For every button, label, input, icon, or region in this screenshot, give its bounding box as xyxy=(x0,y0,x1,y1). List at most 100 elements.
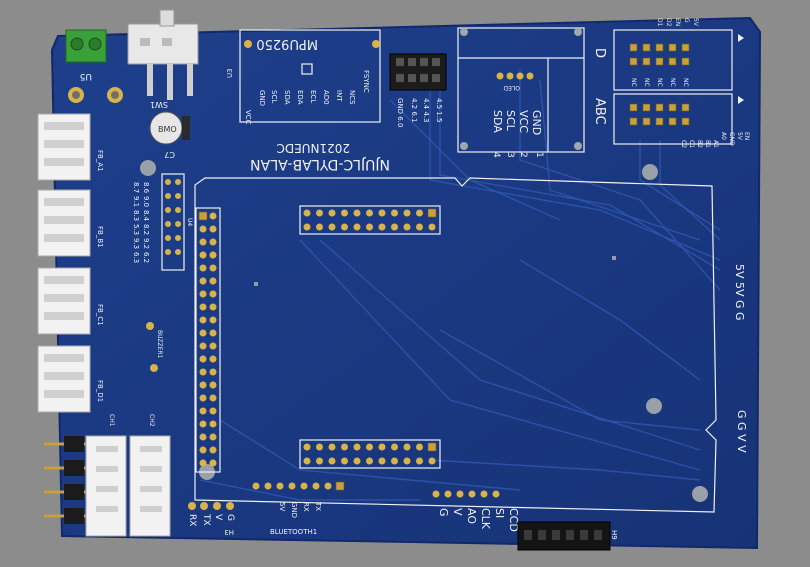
header-pad xyxy=(303,457,311,465)
header-pad xyxy=(416,209,423,217)
header-pad xyxy=(199,381,207,389)
ccd-pads xyxy=(432,490,500,498)
header-pad xyxy=(316,457,323,465)
header-pad xyxy=(199,290,207,298)
h9-ref: H9 xyxy=(610,530,618,540)
mpu9250-title: MPU9250 xyxy=(256,36,318,51)
header-pad xyxy=(199,355,207,363)
header-pad xyxy=(428,223,436,231)
svg-text:VCC: VCC xyxy=(517,110,530,133)
svg-text:EN: EN xyxy=(674,18,681,26)
svg-text:FSYNC: FSYNC xyxy=(362,70,370,93)
svg-text:4.4 4.3: 4.4 4.3 xyxy=(422,98,430,123)
header-ref-labels: GND 6.0 4.2 6.1 4.4 4.3 4.5 1.5 xyxy=(396,98,443,127)
svg-text:INT: INT xyxy=(335,90,343,102)
mpu9250-outline xyxy=(239,29,381,123)
header-pad xyxy=(209,212,217,220)
svg-text:6.2: 6.2 xyxy=(142,252,150,263)
svg-text:5V: 5V xyxy=(278,502,286,511)
svg-text:GND 6.0: GND 6.0 xyxy=(396,98,404,127)
header-pad xyxy=(209,277,217,285)
svg-text:SI: SI xyxy=(493,508,506,518)
header-row-top xyxy=(299,205,441,235)
svg-text:NC: NC xyxy=(643,78,650,87)
header-pad xyxy=(209,238,217,246)
bluetooth-pins: 5V GND RX TX xyxy=(278,501,322,518)
oled-letter-abc: ABC xyxy=(592,98,607,125)
header-pad xyxy=(427,208,437,218)
board-subtitle: 2021NUEDC xyxy=(277,141,351,155)
svg-text:9.0: 9.0 xyxy=(142,196,150,207)
header-pad xyxy=(199,433,207,441)
header-pad xyxy=(353,443,361,451)
u4-labels-col2: 8.7 9.1 8.3 5.3 9.3 6.3 xyxy=(132,182,140,263)
svg-text:NC: NC xyxy=(656,78,663,87)
oled-outline xyxy=(457,27,585,153)
header-pad xyxy=(199,316,207,324)
driver-module-top xyxy=(613,29,733,91)
header-pad xyxy=(403,443,411,451)
header-pad xyxy=(312,482,320,490)
header-pad xyxy=(391,457,398,465)
header-pad xyxy=(303,209,311,217)
header-pad xyxy=(316,209,323,217)
fb-connectors xyxy=(37,113,91,413)
u4-header xyxy=(161,173,185,271)
svg-text:9.1: 9.1 xyxy=(132,196,140,207)
svg-text:D2: D2 xyxy=(665,18,672,27)
svg-text:FB_B1: FB_B1 xyxy=(96,226,104,248)
header-pad xyxy=(353,457,361,465)
oled-pins: SDA SCL VCC GND xyxy=(491,110,543,135)
driver-top-pads xyxy=(629,43,690,66)
svg-text:8.4: 8.4 xyxy=(142,210,150,222)
svg-text:GND: GND xyxy=(530,110,543,135)
header-row-bottom-pads xyxy=(303,442,437,465)
svg-text:AO: AO xyxy=(465,508,478,524)
svg-text:5V: 5V xyxy=(736,132,743,141)
main-header-vertical xyxy=(195,207,221,473)
header-pad xyxy=(427,442,437,452)
svg-text:6.3: 6.3 xyxy=(132,252,140,263)
header-pad xyxy=(199,407,207,415)
header-pad xyxy=(403,223,411,231)
header-pad xyxy=(252,482,260,490)
svg-text:8.3: 8.3 xyxy=(132,210,140,221)
svg-text:FB_D1: FB_D1 xyxy=(96,380,104,402)
board-title: NJUJLC-DYLAB-ALAN xyxy=(250,156,390,172)
header-pad xyxy=(209,459,217,467)
header-pad xyxy=(199,225,207,233)
svg-text:SDA: SDA xyxy=(283,90,291,105)
svg-text:D1: D1 xyxy=(656,18,663,27)
svg-text:TX: TX xyxy=(314,501,322,511)
module-outline xyxy=(194,177,717,513)
u5-label: U5 xyxy=(80,71,92,81)
svg-text:CCD: CCD xyxy=(507,508,520,532)
header-pad xyxy=(328,223,336,231)
header-pad xyxy=(416,457,423,465)
header-pad xyxy=(276,482,284,490)
header-pad xyxy=(335,481,345,491)
bluetooth-label: BLUETOOTH1 xyxy=(270,528,317,536)
h3-ref: H3 xyxy=(224,528,234,536)
driver-bottom-labels: 5V EN GND A0 A1 B1 B2 C1 C2 xyxy=(680,132,750,148)
header-pad xyxy=(264,482,272,490)
svg-text:FB_C1: FB_C1 xyxy=(96,304,104,326)
u4-label: U4 xyxy=(186,218,193,226)
mounting-holes xyxy=(68,87,708,502)
header-pad xyxy=(209,446,217,454)
svg-text:G: G xyxy=(437,508,450,517)
header-pad xyxy=(341,457,348,465)
header-pad xyxy=(353,209,361,217)
driver-nc-labels: NC NC NC NC NC xyxy=(630,78,689,87)
pcb-board xyxy=(50,16,762,550)
svg-text:9.3: 9.3 xyxy=(132,238,140,249)
header-pad xyxy=(391,209,398,217)
header-pad xyxy=(198,211,208,221)
svg-text:8.7: 8.7 xyxy=(132,182,140,193)
header-pad xyxy=(403,209,411,217)
svg-text:NCS: NCS xyxy=(348,90,356,105)
header-pad xyxy=(209,264,217,272)
svg-text:NC: NC xyxy=(682,78,689,87)
svg-text:9.2: 9.2 xyxy=(142,238,150,249)
header-pad xyxy=(416,223,423,231)
